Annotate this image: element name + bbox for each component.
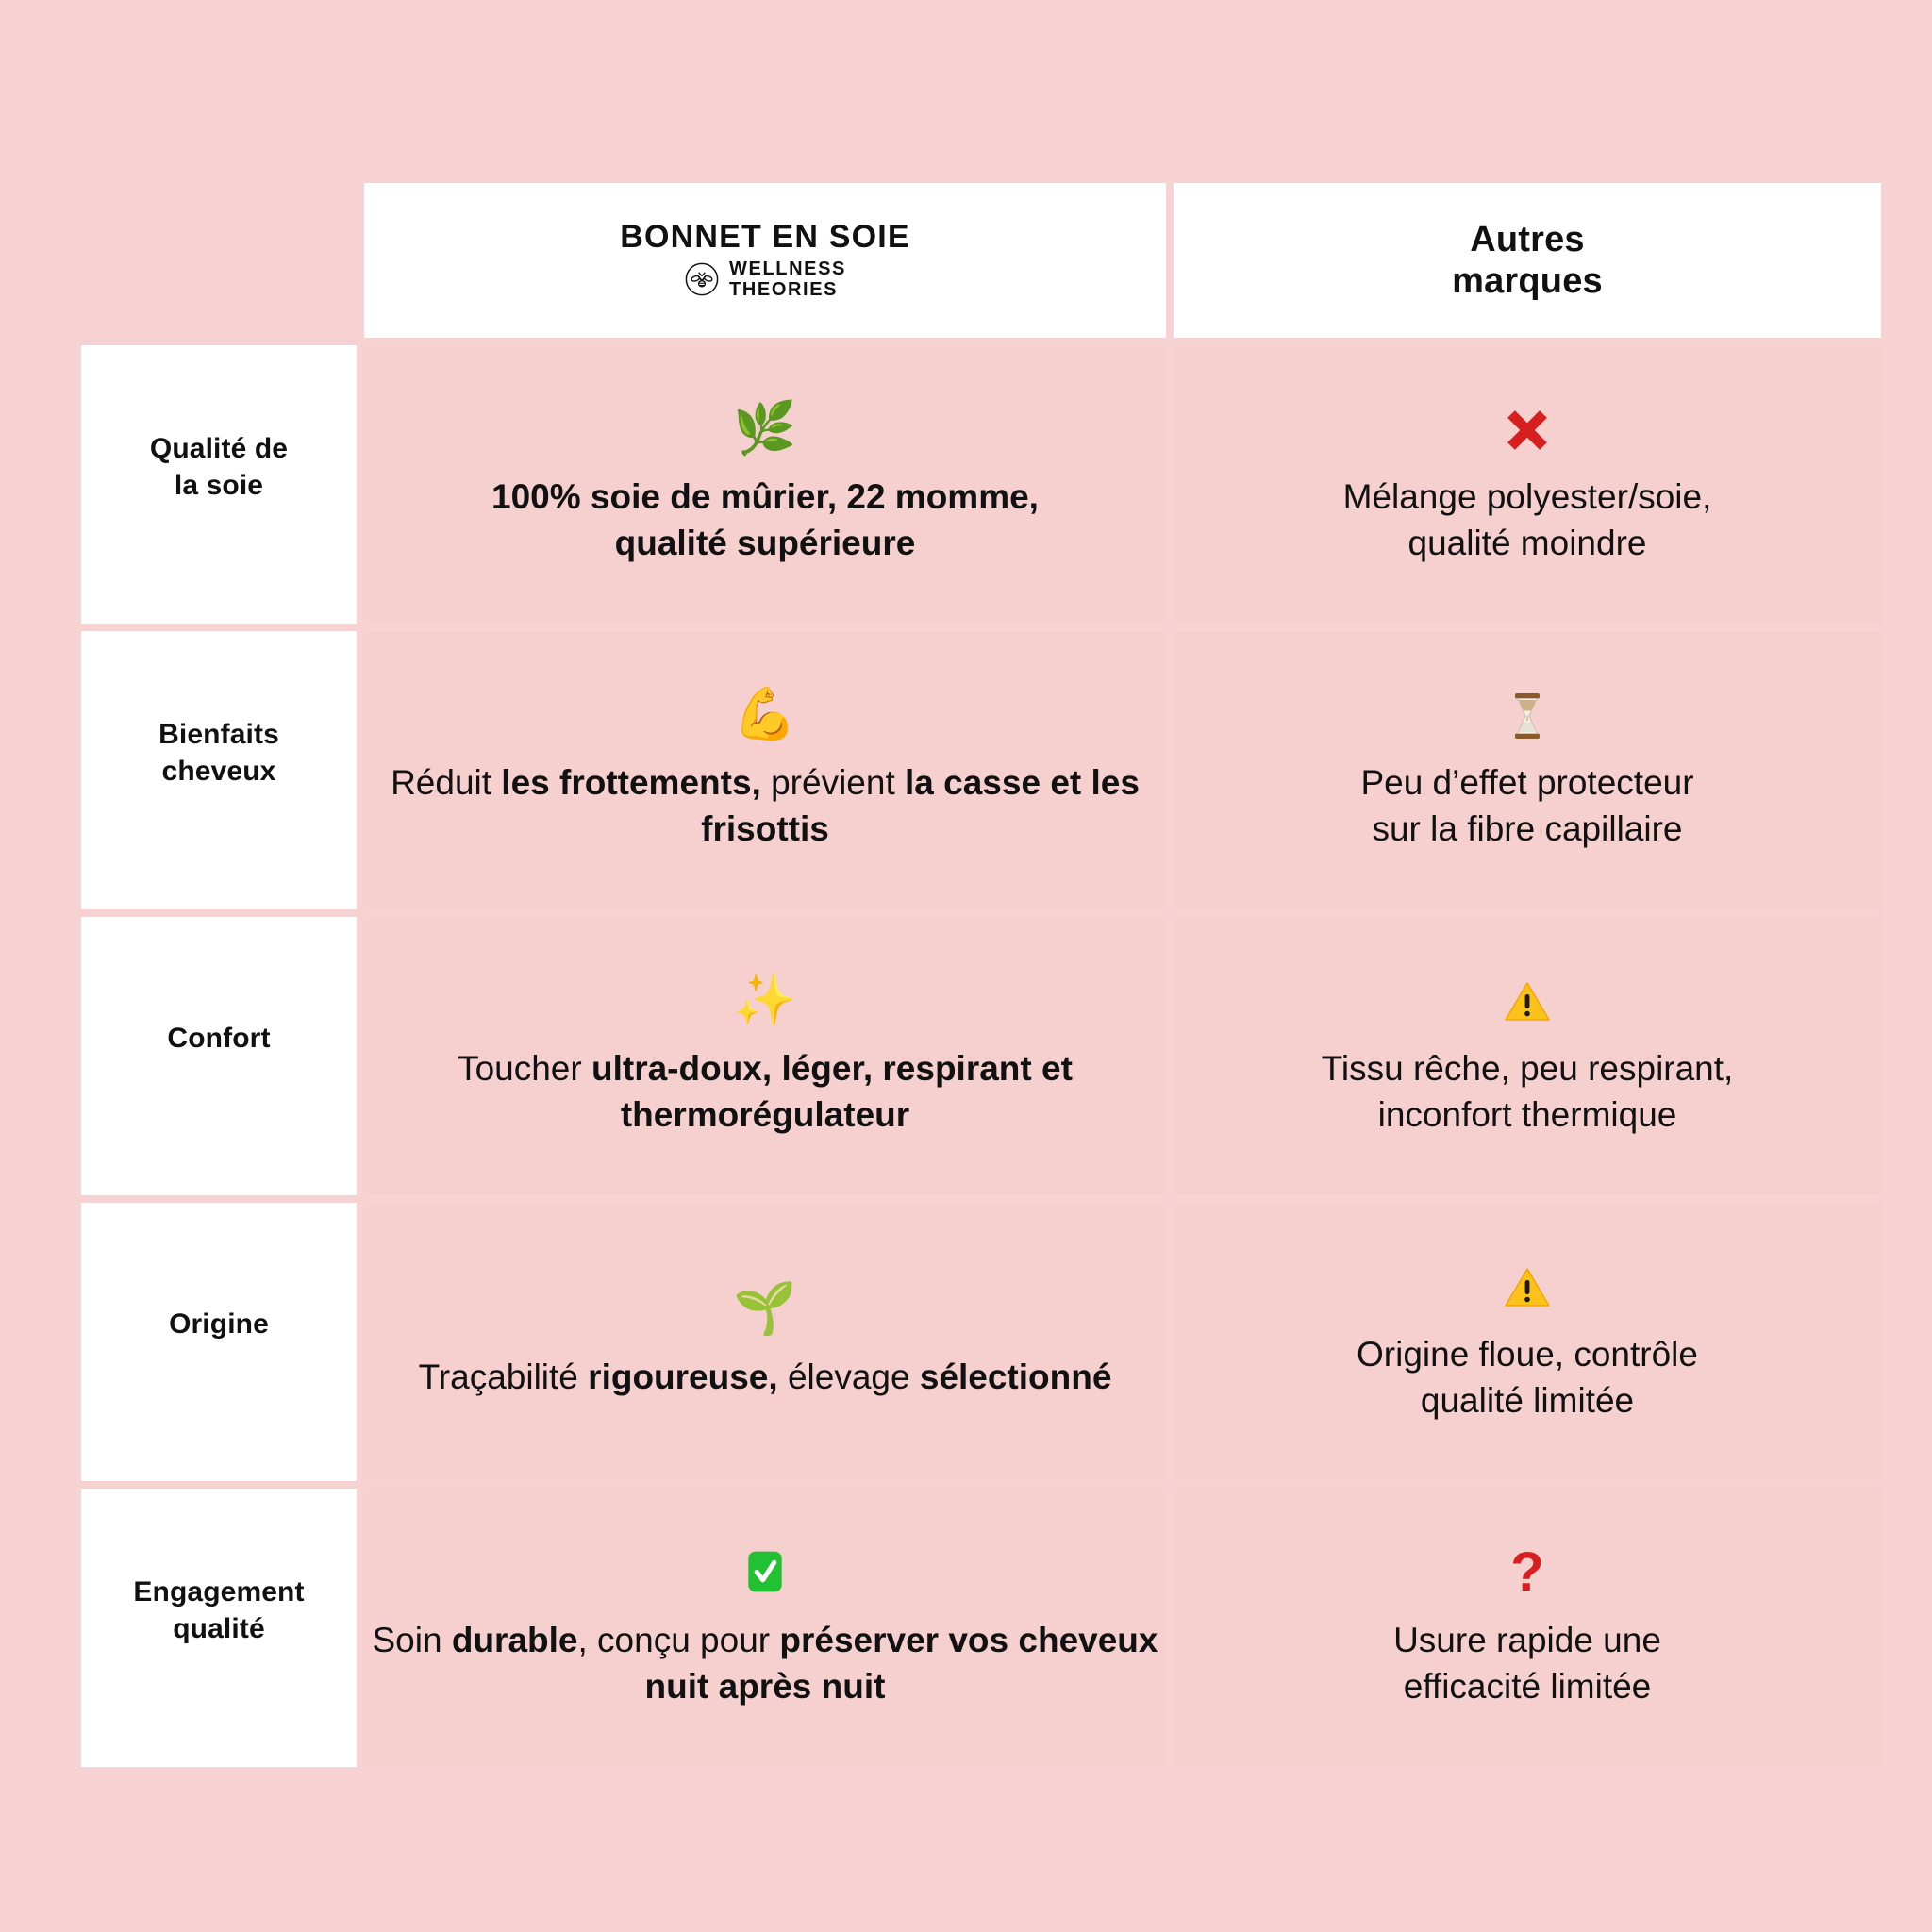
brand-cell-text: 100% soie de mûrier, 22 momme, qualité s… <box>491 475 1039 565</box>
sparkles-icon: ✨ <box>733 972 797 1029</box>
brand-logo-line-2: THEORIES <box>729 279 839 300</box>
others-cell-text-line-1: Usure rapide une <box>1393 1621 1661 1660</box>
others-column-title: Autres marques <box>1174 219 1881 302</box>
others-title-line-1: Autres <box>1470 219 1585 259</box>
comparison-table-body: BONNET EN SOIE <box>81 183 1881 1767</box>
herb-leaf-icon: 🌿 <box>733 400 797 458</box>
others-cell-origine: Origine floue, contrôle qualité limitée <box>1174 1203 1881 1481</box>
brand-logo-line-1: WELLNESS <box>729 258 846 279</box>
others-cell-text-line-2: sur la fibre capillaire <box>1372 808 1683 848</box>
brand-text-segment: Réduit <box>391 763 502 803</box>
brand-text-segment-bold: rigoureuse, <box>588 1357 778 1397</box>
table-row: Engagement qualité <box>81 1489 1881 1767</box>
brand-cell-text: Traçabilité rigoureuse, élevage sélectio… <box>419 1355 1112 1400</box>
brand-text-segment: Soin <box>372 1621 452 1660</box>
brand-cell-bienfaits-cheveux: 💪 Réduit les frottements, prévient la ca… <box>364 631 1166 909</box>
row-label-qualite-de-la-soie: Qualité de la soie <box>81 345 357 624</box>
others-cell-text-line-2: inconfort thermique <box>1377 1094 1677 1134</box>
green-check-mark-icon <box>740 1546 791 1601</box>
brand-cell-text: Soin durable, conçu pour préserver vos c… <box>364 1618 1166 1708</box>
row-label-confort: Confort <box>81 917 357 1195</box>
seedling-icon: 🌱 <box>733 1280 797 1338</box>
others-cell-text-line-1: Mélange polyester/soie, <box>1342 477 1712 517</box>
brand-text-segment-bold: préserver vos cheveux nuit après nuit <box>644 1621 1158 1706</box>
row-label-line-2: qualité <box>173 1612 265 1644</box>
row-label-line-1: Bienfaits <box>158 719 279 751</box>
row-label-line-2: la soie <box>174 469 264 501</box>
table-row: Origine 🌱 Traçabilité rigoureuse, élevag… <box>81 1203 1881 1481</box>
row-label-line-1: Confort <box>167 1023 271 1055</box>
row-label-bienfaits-cheveux: Bienfaits cheveux <box>81 631 357 909</box>
row-label-engagement-qualite: Engagement qualité <box>81 1489 357 1767</box>
others-cell-engagement-qualite: ? Usure rapide une efficacité limitée <box>1174 1489 1881 1767</box>
brand-text-segment: , conçu pour <box>577 1621 780 1660</box>
hourglass-icon <box>1500 689 1555 743</box>
others-cell-text: Origine floue, contrôle qualité limitée <box>1357 1332 1698 1423</box>
comparison-table-wrapper: BONNET EN SOIE <box>74 175 1881 1767</box>
red-question-mark-icon: ? <box>1510 1541 1544 1604</box>
others-cell-text-line-1: Peu d’effet protecteur <box>1360 763 1694 803</box>
warning-triangle-icon <box>1500 1260 1555 1315</box>
others-cell-text-line-1: Tissu rêche, peu respirant, <box>1321 1049 1734 1089</box>
others-cell-text-line-2: qualité limitée <box>1420 1380 1635 1420</box>
others-cell-bienfaits-cheveux: Peu d’effet protecteur sur la fibre capi… <box>1174 631 1881 909</box>
row-label-line-2: cheveux <box>161 755 276 787</box>
brand-cell-qualite-de-la-soie: 🌿 100% soie de mûrier, 22 momme, qualité… <box>364 345 1166 624</box>
brand-text-segment: Traçabilité <box>418 1357 589 1397</box>
brand-text-segment: élevage <box>777 1357 920 1397</box>
header-cell-brand: BONNET EN SOIE <box>364 183 1166 338</box>
flexed-biceps-icon: 💪 <box>733 686 797 743</box>
row-label-line-1: Origine <box>169 1308 269 1341</box>
brand-cell-text: Réduit les frottements, prévient la cass… <box>364 760 1166 851</box>
brand-text-segment-bold: sélectionné <box>919 1357 1112 1397</box>
brand-text-segment: prévient <box>760 763 906 803</box>
others-cell-text: Usure rapide une efficacité limitée <box>1393 1618 1661 1708</box>
brand-text-segment-bold: la casse et les frisottis <box>701 763 1140 848</box>
warning-triangle-icon <box>1500 974 1555 1029</box>
red-cross-mark-icon <box>1500 403 1555 458</box>
row-label-line-1: Qualité de <box>149 433 289 465</box>
others-cell-text-line-1: Origine floue, contrôle <box>1357 1335 1698 1374</box>
brand-logo-lockup: WELLNESS THEORIES <box>684 258 846 301</box>
row-label-line-1: Engagement <box>133 1576 305 1608</box>
others-cell-qualite-de-la-soie: Mélange polyester/soie, qualité moindre <box>1174 345 1881 624</box>
brand-cell-text-line-2: qualité supérieure <box>614 523 916 562</box>
others-cell-text-line-2: efficacité limitée <box>1403 1666 1652 1706</box>
row-label-origine: Origine <box>81 1203 357 1481</box>
brand-cell-text-line-1: 100% soie de mûrier, 22 momme, <box>491 477 1039 517</box>
brand-column-title: BONNET EN SOIE <box>620 218 910 255</box>
header-cell-others: Autres marques <box>1174 183 1881 338</box>
others-title-line-2: marques <box>1452 261 1603 301</box>
brand-cell-origine: 🌱 Traçabilité rigoureuse, élevage sélect… <box>364 1203 1166 1481</box>
table-row: Bienfaits cheveux 💪 Réduit les frottemen… <box>81 631 1881 909</box>
brand-logo-wordmark: WELLNESS THEORIES <box>729 258 846 301</box>
others-cell-text: Tissu rêche, peu respirant, inconfort th… <box>1322 1046 1734 1137</box>
brand-cell-engagement-qualite: Soin durable, conçu pour préserver vos c… <box>364 1489 1166 1767</box>
others-cell-text-line-2: qualité moindre <box>1407 523 1647 562</box>
comparison-table: BONNET EN SOIE <box>74 175 1889 1774</box>
header-corner-spacer <box>81 183 357 338</box>
others-cell-text: Mélange polyester/soie, qualité moindre <box>1343 475 1712 565</box>
brand-text-segment-bold: durable <box>451 1621 578 1660</box>
table-row: Qualité de la soie 🌿 100% soie de mûrier… <box>81 345 1881 624</box>
table-header-row: BONNET EN SOIE <box>81 183 1881 338</box>
brand-cell-confort: ✨ Toucher ultra-doux, léger, respirant e… <box>364 917 1166 1195</box>
bee-in-circle-icon <box>684 261 720 297</box>
brand-text-segment: Toucher <box>458 1049 591 1089</box>
brand-text-segment-bold: les frottements, <box>501 763 761 803</box>
others-cell-confort: Tissu rêche, peu respirant, inconfort th… <box>1174 917 1881 1195</box>
brand-cell-text: Toucher ultra-doux, léger, respirant et … <box>364 1046 1166 1137</box>
others-cell-text: Peu d’effet protecteur sur la fibre capi… <box>1360 760 1693 851</box>
brand-text-segment-bold: ultra-doux, léger, respirant et thermoré… <box>591 1049 1073 1134</box>
table-row: Confort ✨ Toucher ultra-doux, léger, res… <box>81 917 1881 1195</box>
